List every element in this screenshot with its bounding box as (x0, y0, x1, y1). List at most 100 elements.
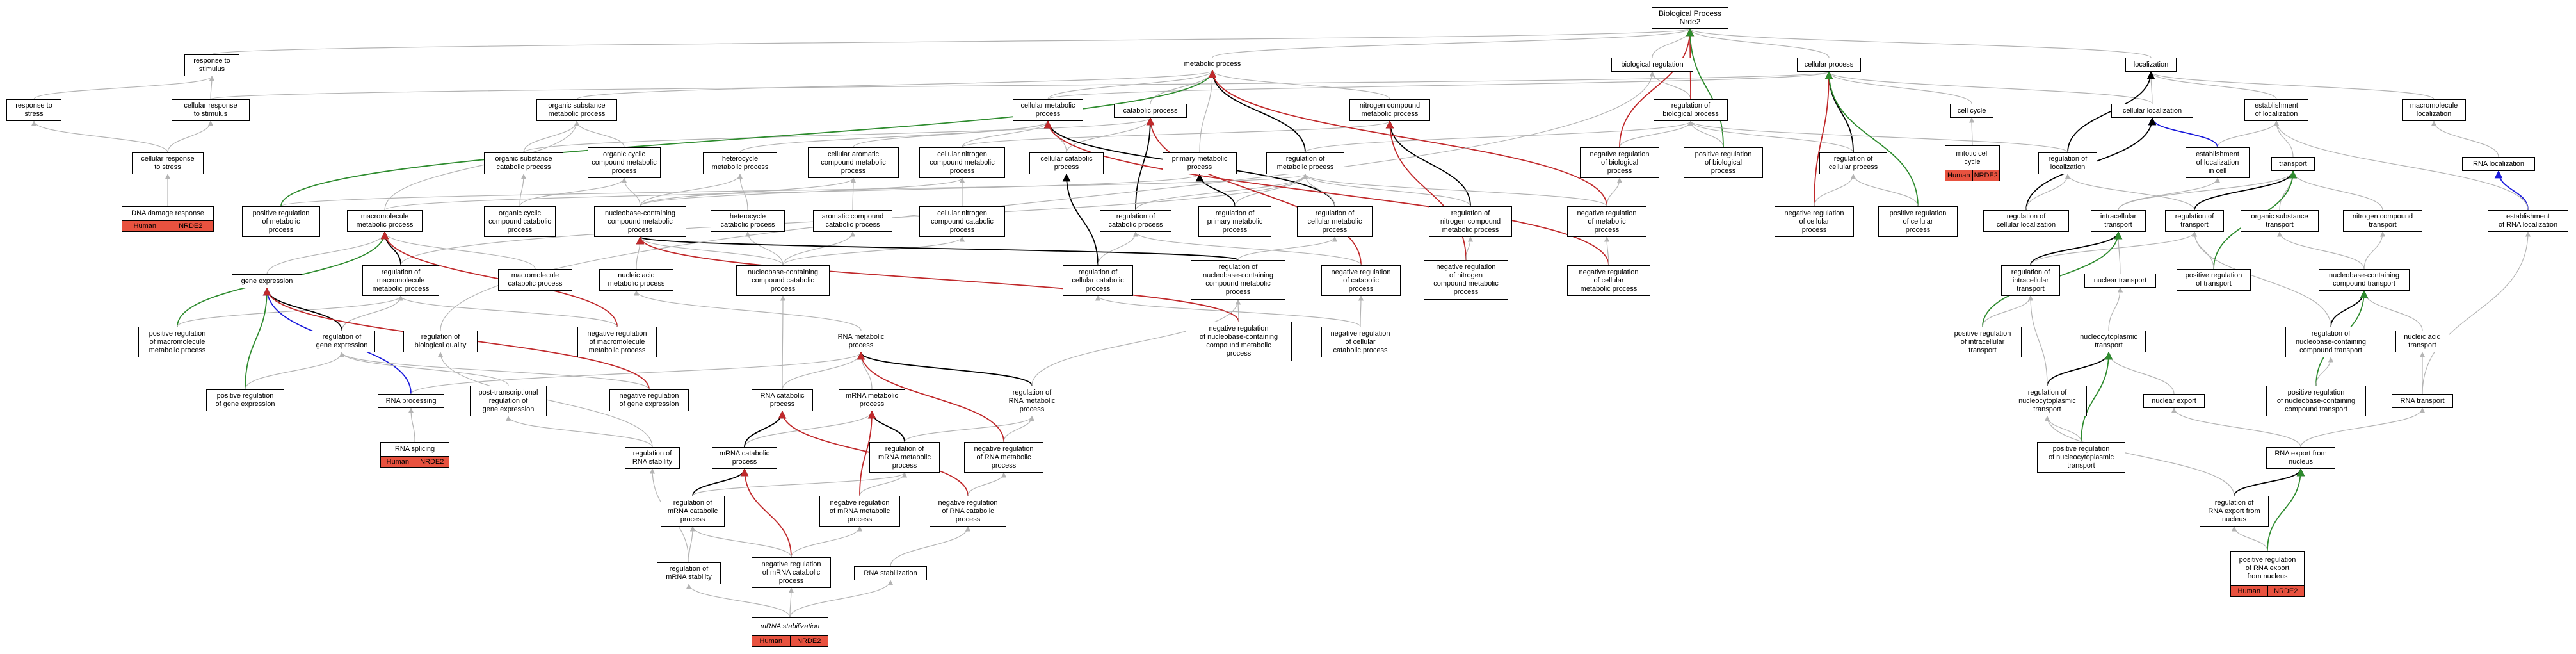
node-rna-stabilization[interactable]: RNA stabilization (854, 566, 927, 580)
node-positive-regulation-of-transport[interactable]: positive regulation of transport (2177, 269, 2251, 291)
node-regulation-of-transport[interactable]: regulation of transport (2165, 210, 2224, 232)
node-regulation-of-metabolic-process[interactable]: regulation of metabolic process (1266, 152, 1344, 174)
node-nitrogen-compound-metabolic[interactable]: nitrogen compound metabolic process (1349, 99, 1430, 121)
node-mrna-metabolic[interactable]: mRNA metabolic process (839, 389, 905, 411)
node-nuclear-transport[interactable]: nuclear transport (2084, 274, 2156, 288)
node-regulation-of-cellular-localization[interactable]: regulation of cellular localization (1983, 210, 2069, 232)
node-cellular-metabolic[interactable]: cellular metabolic process (1013, 99, 1083, 121)
node-negative-regulation-of-rna-metabolic[interactable]: negative regulation of RNA metabolic pro… (964, 442, 1043, 473)
node-organic-substance-transport[interactable]: organic substance transport (2241, 210, 2319, 232)
node-negative-regulation-of-macromolecule-metabolic[interactable]: negative regulation of macromolecule met… (577, 327, 657, 357)
node-nitrogen-compound-transport[interactable]: nitrogen compound transport (2343, 210, 2422, 232)
node-negative-regulation-of-catabolic-process[interactable]: negative regulation of catabolic process (1321, 265, 1401, 296)
node-nucleobase-containing-compound-catabolic[interactable]: nucleobase-containing compound catabolic… (736, 265, 830, 296)
node-heterocycle-metabolic[interactable]: heterocycle metabolic process (703, 152, 777, 174)
node-regulation-of-nucleobase-containing-compound-transport[interactable]: regulation of nucleobase-containing comp… (2285, 327, 2376, 357)
node-nuclear-export[interactable]: nuclear export (2143, 394, 2205, 408)
node-negative-regulation-of-mrna-metabolic[interactable]: negative regulation of mRNA metabolic pr… (819, 496, 900, 527)
node-cellular-response-to-stimulus[interactable]: cellular response to stimulus (172, 99, 250, 121)
node-regulation-of-mrna-stability[interactable]: regulation of mRNA stability (657, 562, 721, 584)
node-negative-regulation-of-cellular-process[interactable]: negative regulation of cellular process (1775, 206, 1854, 237)
node-negative-regulation-of-rna-catabolic[interactable]: negative regulation of RNA catabolic pro… (930, 496, 1006, 527)
node-regulation-of-biological-quality[interactable]: regulation of biological quality (403, 331, 478, 352)
node-cellular-localization[interactable]: cellular localization (2111, 104, 2193, 118)
node-rna-export-from-nucleus[interactable]: RNA export from nucleus (2266, 447, 2335, 469)
node-rna-localization[interactable]: RNA localization (2462, 157, 2535, 171)
node-nucleobase-containing-compound-transport[interactable]: nucleobase-containing compound transport (2319, 269, 2410, 291)
node-establishment-of-localization-in-cell[interactable]: establishment of localization in cell (2186, 147, 2250, 178)
node-negative-regulation-of-metabolic-process[interactable]: negative regulation of metabolic process (1567, 206, 1646, 237)
node-negative-regulation-of-nucleobase-containing-compound-metabolic[interactable]: negative regulation of nucleobase-contai… (1186, 322, 1292, 361)
node-negative-regulation-of-cellular-metabolic[interactable]: negative regulation of cellular metaboli… (1567, 265, 1650, 296)
node-macromolecule-metabolic[interactable]: macromolecule metabolic process (347, 210, 423, 232)
node-negative-regulation-of-biological-process[interactable]: negative regulation of biological proces… (1580, 147, 1659, 178)
node-positive-regulation-of-nucleocytoplasmic-transport[interactable]: positive regulation of nucleocytoplasmic… (2037, 442, 2125, 473)
node-regulation-of-nucleocytoplasmic-transport[interactable]: regulation of nucleocytoplasmic transpor… (2008, 386, 2087, 416)
node-positive-regulation-of-cellular-process[interactable]: positive regulation of cellular process (1878, 206, 1958, 237)
node-macromolecule-localization[interactable]: macromolecule localization (2402, 99, 2466, 121)
node-rna-processing[interactable]: RNA processing (378, 394, 444, 408)
node-regulation-of-biological-process[interactable]: regulation of biological process (1654, 99, 1728, 121)
node-organic-substance-catabolic[interactable]: organic substance catabolic process (484, 152, 563, 174)
node-regulation-of-mrna-metabolic[interactable]: regulation of mRNA metabolic process (869, 442, 940, 473)
node-regulation-of-macromolecule-metabolic[interactable]: regulation of macromolecule metabolic pr… (362, 265, 439, 296)
node-positive-regulation-of-metabolic-process[interactable]: positive regulation of metabolic process (242, 206, 320, 237)
node-cellular-nitrogen-compound-metabolic[interactable]: cellular nitrogen compound metabolic pro… (919, 147, 1005, 178)
node-root[interactable]: Biological Process Nrde2 (1652, 7, 1728, 29)
node-regulation-of-rna-metabolic[interactable]: regulation of RNA metabolic process (999, 386, 1065, 416)
node-nucleic-acid-metabolic[interactable]: nucleic acid metabolic process (599, 269, 673, 291)
node-organic-substance-metabolic[interactable]: organic substance metabolic process (536, 99, 617, 121)
node-regulation-of-cellular-catabolic[interactable]: regulation of cellular catabolic process (1063, 265, 1133, 296)
node-regulation-of-nitrogen-compound-metabolic[interactable]: regulation of nitrogen compound metaboli… (1429, 206, 1512, 237)
node-nucleocytoplasmic-transport[interactable]: nucleocytoplasmic transport (2072, 331, 2146, 352)
node-positive-regulation-of-intracellular-transport[interactable]: positive regulation of intracellular tra… (1944, 327, 2022, 357)
node-intracellular-transport[interactable]: intracellular transport (2091, 210, 2146, 232)
node-rna-transport[interactable]: RNA transport (2392, 394, 2453, 408)
node-cellular-catabolic[interactable]: cellular catabolic process (1029, 152, 1104, 174)
node-cellular-response-to-stress[interactable]: cellular response to stress (132, 152, 204, 174)
node-regulation-of-primary-metabolic[interactable]: regulation of primary metabolic process (1198, 206, 1271, 237)
node-regulation-of-cellular-process[interactable]: regulation of cellular process (1819, 152, 1887, 174)
node-aromatic-compound-catabolic[interactable]: aromatic compound catabolic process (813, 210, 892, 232)
node-rna-catabolic[interactable]: RNA catabolic process (752, 389, 813, 411)
node-negative-regulation-of-cellular-catabolic[interactable]: negative regulation of cellular cataboli… (1321, 327, 1399, 357)
node-positive-regulation-of-biological-process[interactable]: positive regulation of biological proces… (1684, 147, 1763, 178)
node-primary-metabolic[interactable]: primary metabolic process (1163, 152, 1237, 174)
node-positive-regulation-of-macromolecule-metabolic[interactable]: positive regulation of macromolecule met… (138, 327, 216, 357)
node-metabolic-process[interactable]: metabolic process (1173, 58, 1252, 70)
node-regulation-of-nucleobase-containing-compound-metabolic[interactable]: regulation of nucleobase-containing comp… (1191, 260, 1285, 300)
node-macromolecule-catabolic[interactable]: macromolecule catabolic process (498, 269, 572, 291)
node-catabolic-process[interactable]: catabolic process (1114, 104, 1187, 118)
node-cell-cycle[interactable]: cell cycle (1950, 104, 1993, 118)
node-heterocycle-catabolic[interactable]: heterocycle catabolic process (711, 210, 785, 232)
node-positive-regulation-of-rna-export-from-nucleus[interactable]: positive regulation of RNA export from n… (2230, 551, 2305, 597)
node-organic-cyclic-compound-catabolic[interactable]: organic cyclic compound catabolic proces… (484, 206, 556, 237)
node-nucleobase-containing-compound-metabolic[interactable]: nucleobase-containing compound metabolic… (594, 206, 686, 237)
node-establishment-of-rna-localization[interactable]: establishment of RNA localization (2488, 210, 2568, 232)
node-cellular-process[interactable]: cellular process (1797, 58, 1861, 72)
node-response-to-stimulus[interactable]: response to stimulus (184, 54, 239, 76)
node-negative-regulation-of-gene-expression[interactable]: negative regulation of gene expression (609, 389, 689, 411)
node-negative-regulation-of-nitrogen-compound-metabolic[interactable]: negative regulation of nitrogen compound… (1424, 260, 1508, 300)
node-organic-cyclic-compound-metabolic[interactable]: organic cyclic compound metabolic proces… (588, 147, 661, 178)
node-regulation-of-catabolic-process[interactable]: regulation of catabolic process (1100, 210, 1171, 232)
node-localization[interactable]: localization (2125, 58, 2177, 72)
node-biological-regulation[interactable]: biological regulation (1611, 58, 1693, 72)
node-nucleic-acid-transport[interactable]: nucleic acid transport (2395, 331, 2449, 352)
node-regulation-of-cellular-metabolic[interactable]: regulation of cellular metabolic process (1297, 206, 1373, 237)
node-positive-regulation-of-gene-expression[interactable]: positive regulation of gene expression (206, 389, 284, 411)
node-negative-regulation-of-mrna-catabolic[interactable]: negative regulation of mRNA catabolic pr… (752, 557, 831, 588)
node-mrna-catabolic[interactable]: mRNA catabolic process (712, 447, 777, 469)
node-transport[interactable]: transport (2271, 157, 2315, 171)
node-establishment-of-localization[interactable]: establishment of localization (2244, 99, 2308, 121)
node-rna-metabolic[interactable]: RNA metabolic process (830, 331, 892, 352)
node-regulation-of-localization[interactable]: regulation of localization (2038, 152, 2097, 174)
node-positive-regulation-of-nucleobase-containing-compound-transport[interactable]: positive regulation of nucleobase-contai… (2266, 386, 2366, 416)
node-regulation-of-intracellular-transport[interactable]: regulation of intracellular transport (2001, 265, 2060, 296)
node-cellular-nitrogen-compound-catabolic[interactable]: cellular nitrogen compound catabolic pro… (919, 206, 1005, 237)
node-regulation-of-rna-export-from-nucleus[interactable]: regulation of RNA export from nucleus (2200, 496, 2269, 527)
